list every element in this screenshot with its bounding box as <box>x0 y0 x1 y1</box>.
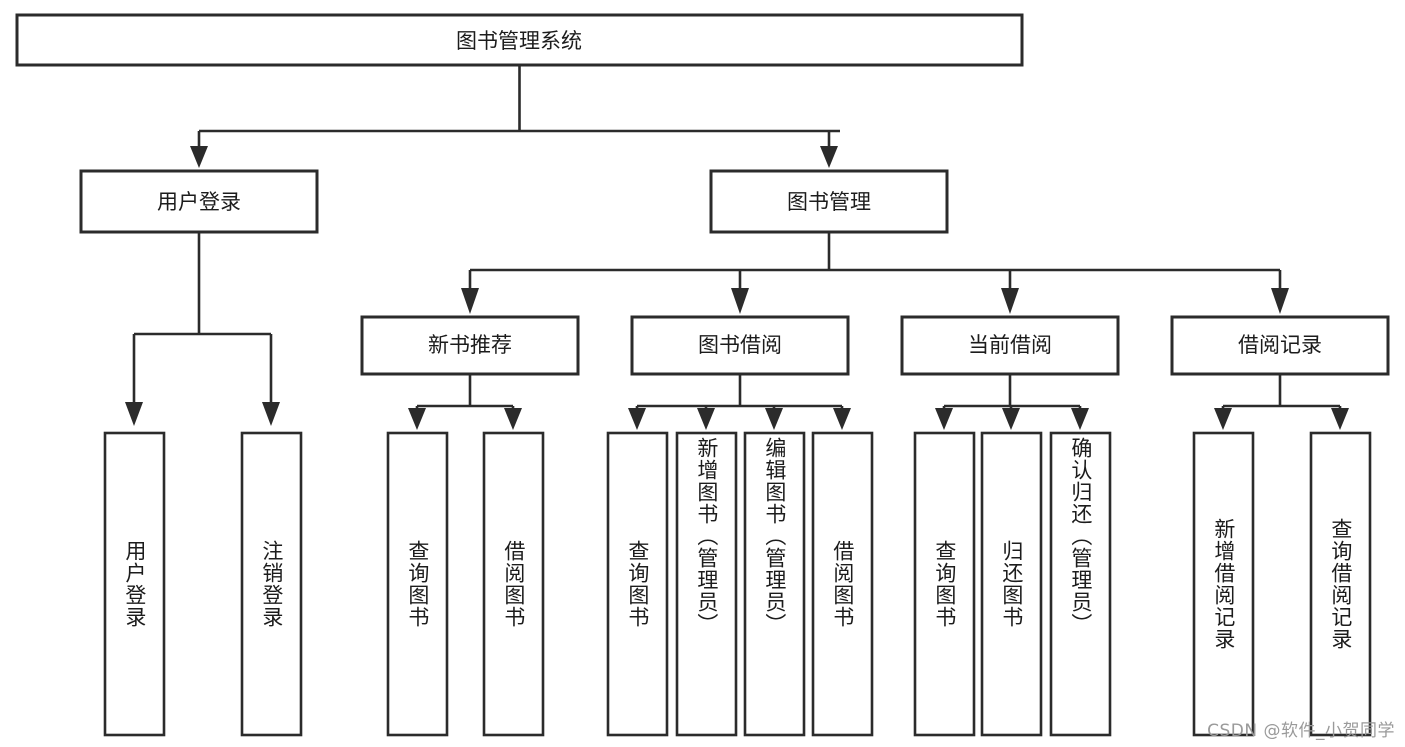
node-leaf-return-book[interactable] <box>980 431 1043 737</box>
edges-currentborrow-to-leaves <box>935 374 1089 430</box>
node-leaf-add-record[interactable] <box>1192 431 1255 737</box>
node-book-borrow[interactable]: 图书借阅 <box>630 315 850 376</box>
node-root-label: 图书管理系统 <box>456 29 582 53</box>
node-leaf-logout-login[interactable] <box>240 431 303 737</box>
edges-borrowrecord-to-leaves <box>1214 374 1349 430</box>
node-leaf-confirm-return[interactable] <box>1049 431 1112 737</box>
node-book-borrow-label: 图书借阅 <box>698 333 782 357</box>
node-leaf-query-record[interactable] <box>1309 431 1372 737</box>
node-leaf-query-book-2[interactable] <box>606 431 669 737</box>
node-leaf-edit-book[interactable] <box>743 431 806 737</box>
node-current-borrow[interactable]: 当前借阅 <box>900 315 1120 376</box>
node-book-manage-label: 图书管理 <box>787 190 871 214</box>
node-borrow-record-label: 借阅记录 <box>1238 333 1322 357</box>
node-root[interactable]: 图书管理系统 <box>15 13 1024 67</box>
node-leaf-user-login[interactable] <box>103 431 166 737</box>
edges-root-to-level2 <box>190 65 840 168</box>
node-new-book-recommend[interactable]: 新书推荐 <box>360 315 580 376</box>
node-leaf-borrow-book-1[interactable] <box>482 431 545 737</box>
node-leaf-query-book-1[interactable] <box>386 431 449 737</box>
node-current-borrow-label: 当前借阅 <box>968 333 1052 357</box>
node-book-manage[interactable]: 图书管理 <box>709 169 949 234</box>
edges-bookborrow-to-leaves <box>628 374 851 430</box>
node-leaf-add-book[interactable] <box>675 431 738 737</box>
edges-userlogin-to-leaves <box>125 232 280 426</box>
node-leaf-borrow-book-2[interactable] <box>811 431 874 737</box>
node-leaf-query-book-3[interactable] <box>913 431 976 737</box>
edges-bookmanage-to-level3 <box>461 232 1289 314</box>
node-borrow-record[interactable]: 借阅记录 <box>1170 315 1390 376</box>
node-user-login[interactable]: 用户登录 <box>79 169 319 234</box>
node-user-login-label: 用户登录 <box>157 190 241 214</box>
edges-newbook-to-leaves <box>408 374 522 430</box>
csdn-watermark: CSDN @软件_小贺同学 <box>1207 721 1395 741</box>
node-new-book-recommend-label: 新书推荐 <box>428 333 512 357</box>
